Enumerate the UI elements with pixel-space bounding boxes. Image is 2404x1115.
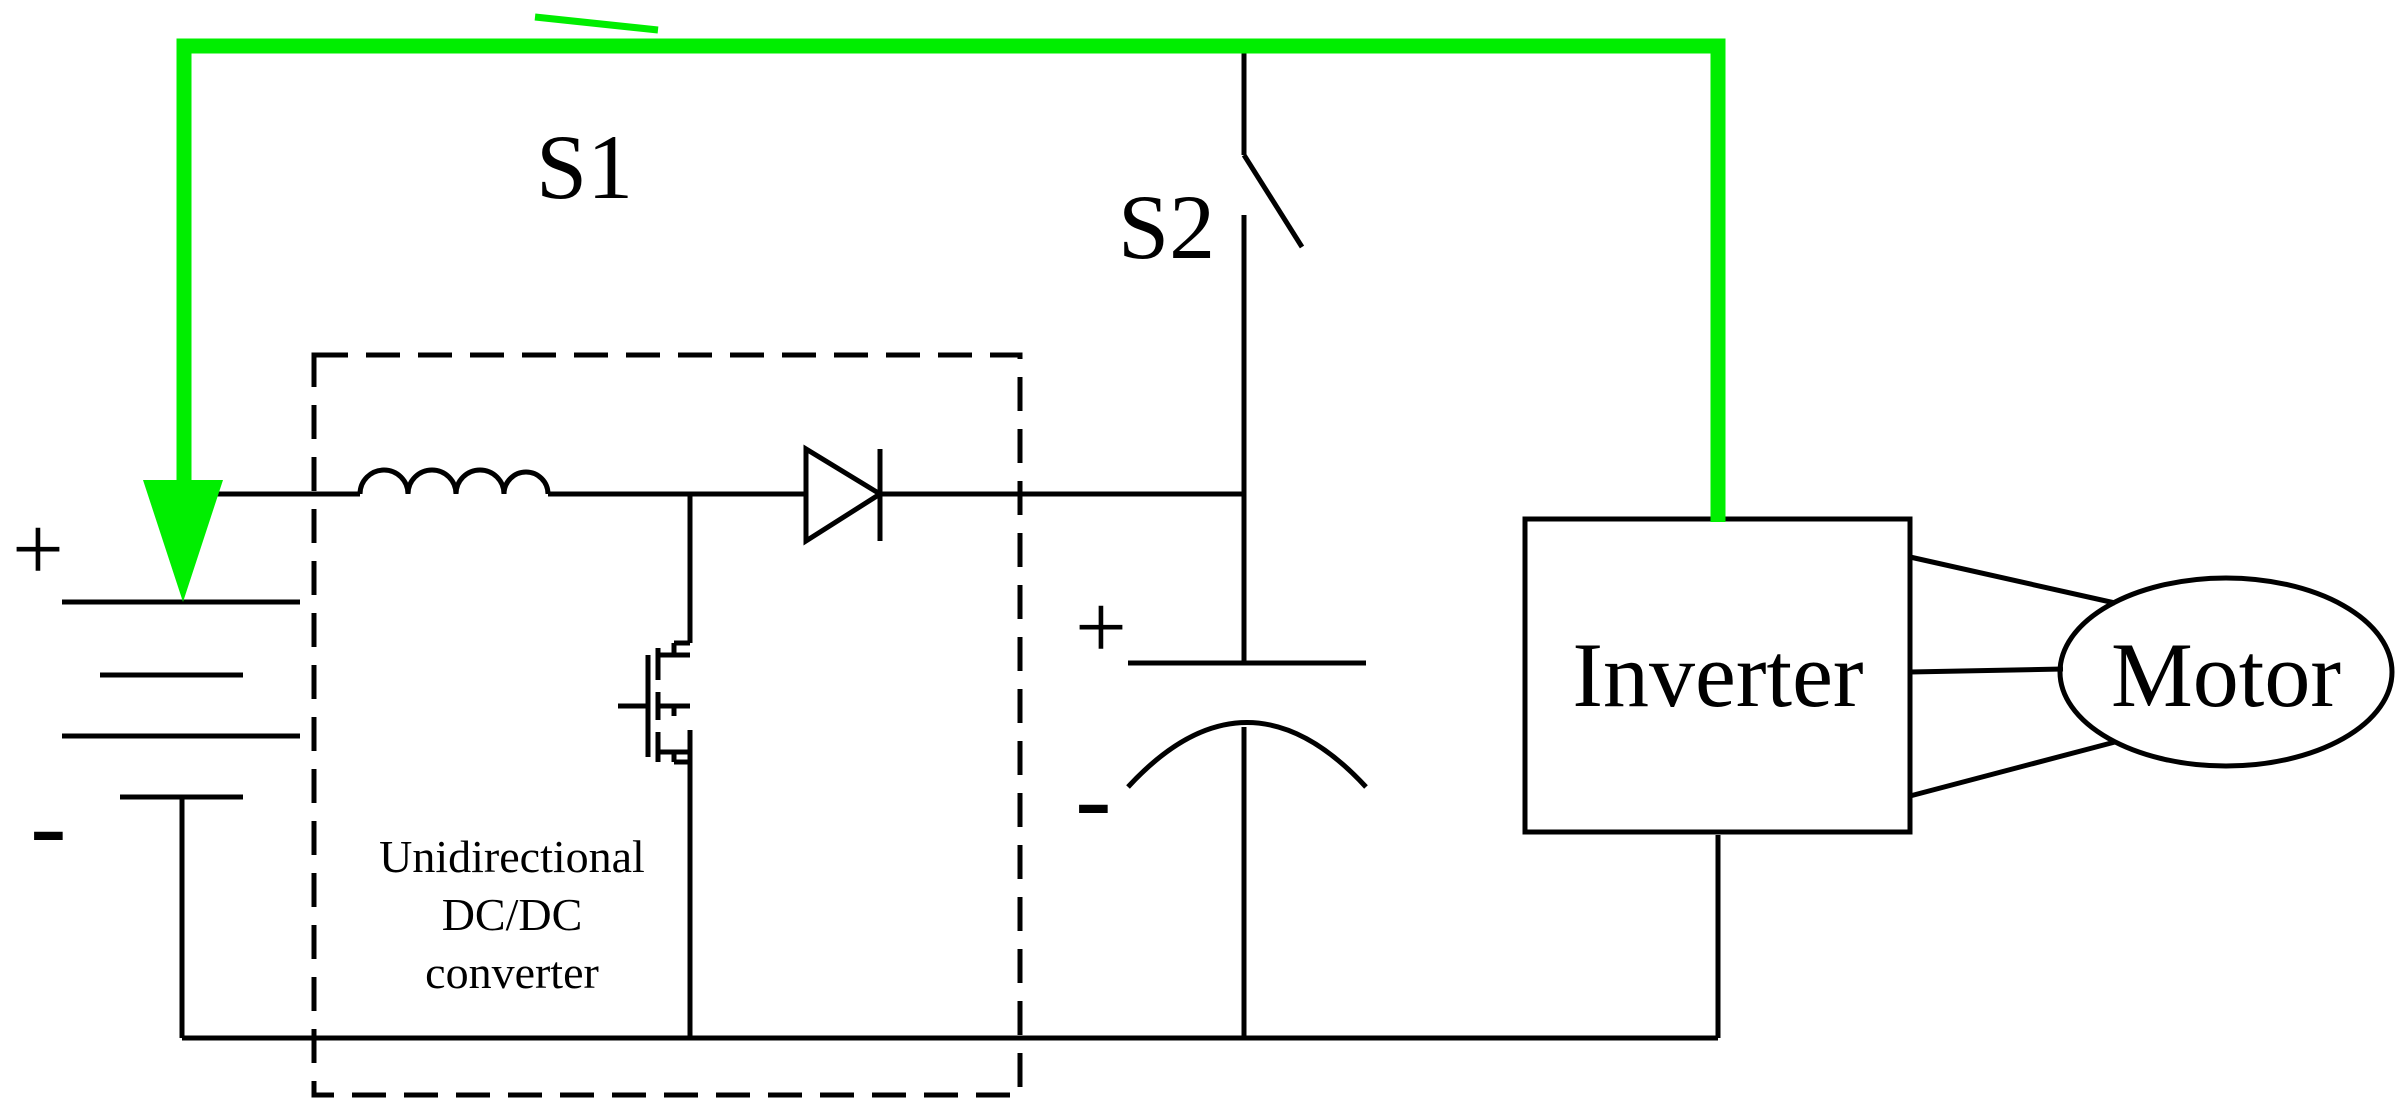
motor-phase-wires [1909, 554, 2116, 799]
label-s1: S1 [536, 116, 633, 218]
label-converter-line1: Unidirectional [379, 831, 645, 882]
inductor [357, 467, 551, 495]
circuit-wires [179, 50, 1721, 1041]
current-flow-path [143, 13, 1726, 602]
label-capacitor-plus: + [1075, 576, 1127, 678]
label-capacitor-minus: - [1075, 737, 1112, 859]
battery [62, 599, 300, 800]
label-converter-line3: converter [425, 947, 599, 998]
dcdc-converter-box [311, 352, 1023, 1098]
capacitor [1126, 660, 1368, 789]
label-battery-plus: + [12, 498, 64, 600]
label-motor: Motor [2111, 624, 2341, 726]
label-battery-minus: - [30, 764, 67, 886]
diode [803, 444, 885, 546]
label-converter-line2: DC/DC [442, 889, 583, 940]
motor-ellipse [2057, 575, 2395, 769]
label-s2: S2 [1118, 176, 1215, 278]
label-inverter: Inverter [1572, 624, 1863, 726]
mosfet-switch [618, 640, 690, 765]
switch-s2 [1241, 153, 1305, 249]
